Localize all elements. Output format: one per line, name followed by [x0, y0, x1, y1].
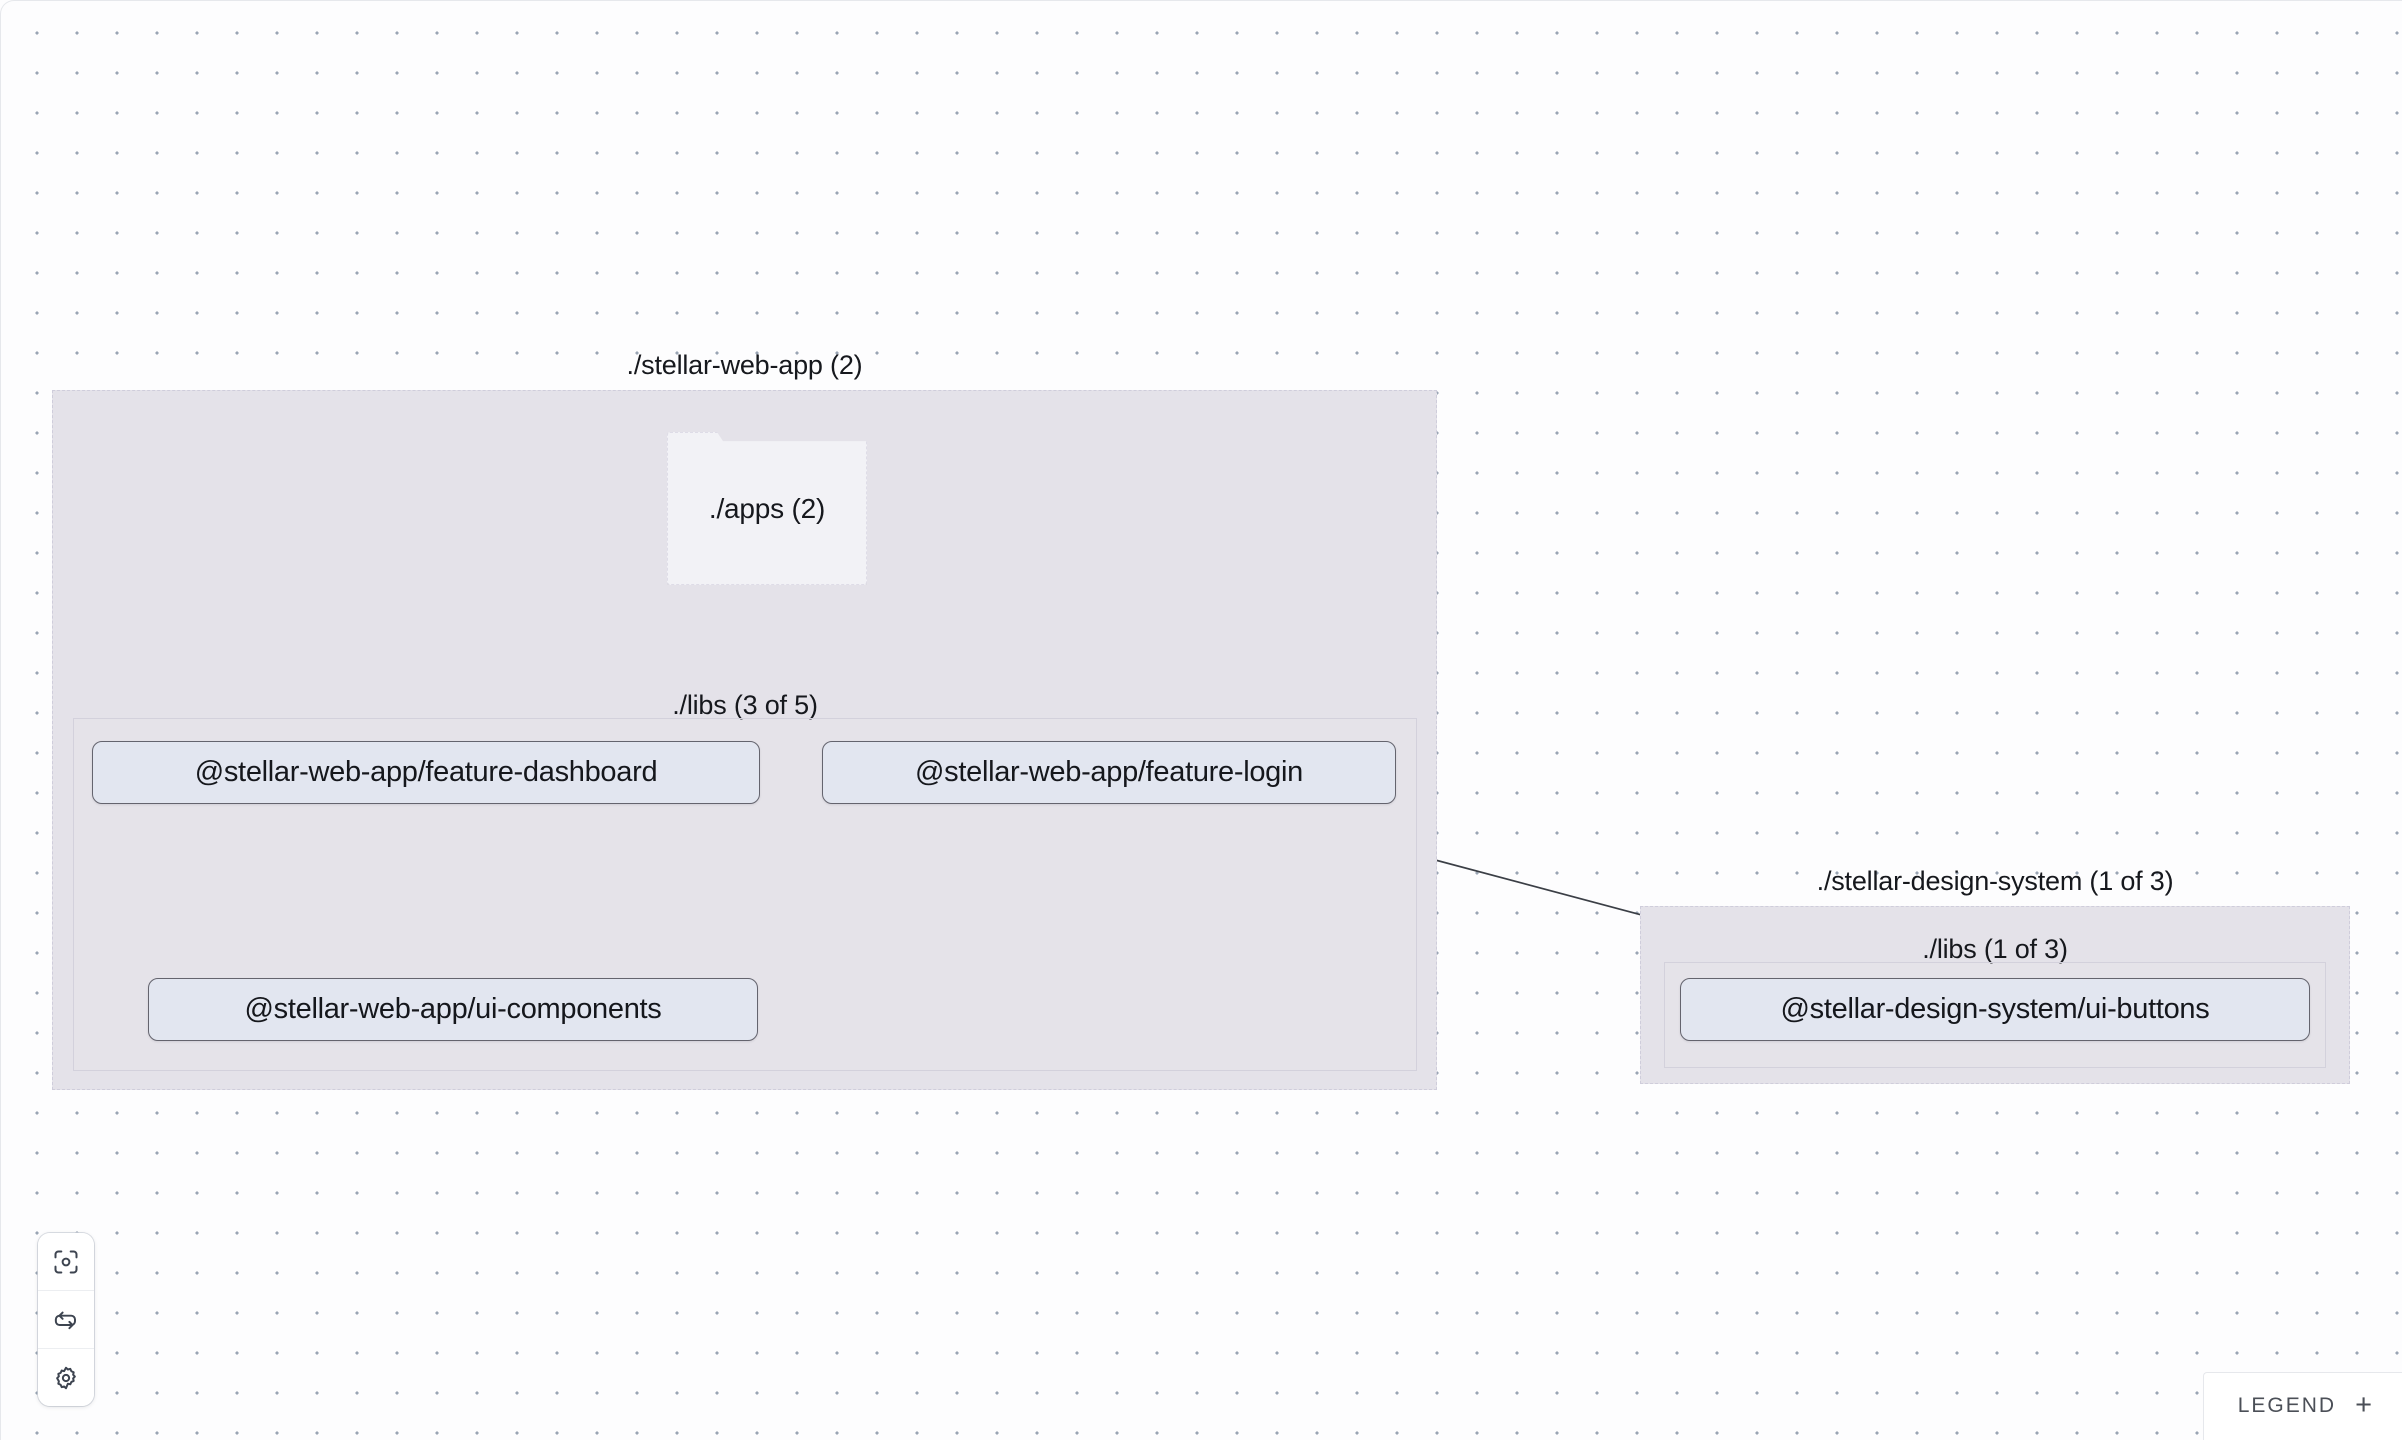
gear-icon	[52, 1364, 80, 1392]
node-ui-buttons[interactable]: @stellar-design-system/ui-buttons	[1680, 978, 2310, 1041]
node-feature-dashboard[interactable]: @stellar-web-app/feature-dashboard	[92, 741, 760, 804]
legend-expand-icon[interactable]: +	[2355, 1389, 2372, 1422]
apps-folder[interactable]: ./apps (2)	[667, 432, 867, 585]
folder-icon	[667, 432, 867, 585]
focus-target-icon	[52, 1248, 80, 1276]
node-ui-components[interactable]: @stellar-web-app/ui-components	[148, 978, 758, 1041]
group-title-stellar-web-app: ./stellar-web-app (2)	[626, 350, 863, 380]
node-feature-login[interactable]: @stellar-web-app/feature-login	[822, 741, 1396, 804]
refresh-graph-button[interactable]	[38, 1290, 94, 1348]
refresh-icon	[52, 1306, 80, 1334]
libs-title-design-system: ./libs (1 of 3)	[1922, 934, 2068, 964]
settings-button[interactable]	[38, 1348, 94, 1406]
legend-label: LEGEND	[2237, 1394, 2337, 1417]
libs-title-web-app: ./libs (3 of 5)	[672, 690, 818, 720]
graph-toolstrip	[38, 1233, 94, 1406]
group-title-stellar-design-system: ./stellar-design-system (1 of 3)	[1816, 866, 2174, 896]
focus-graph-button[interactable]	[38, 1233, 94, 1290]
legend-panel[interactable]: LEGEND +	[2202, 1372, 2402, 1440]
